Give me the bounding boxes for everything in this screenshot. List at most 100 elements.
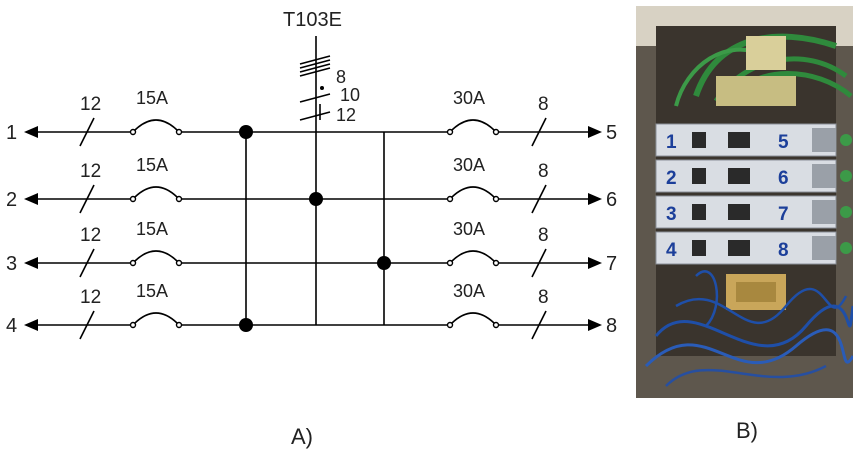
arrow-right xyxy=(588,193,602,205)
slash-output xyxy=(531,248,547,278)
module-label-left: 4 xyxy=(666,240,677,261)
module-switch xyxy=(728,204,750,220)
terminal-input: 3 xyxy=(6,253,17,275)
breaker-rating-output: 30A xyxy=(453,88,485,108)
bus-count-10: 10 xyxy=(340,85,360,105)
breaker-output-arc xyxy=(451,312,495,324)
arrow-right xyxy=(588,126,602,138)
module-label-left: 2 xyxy=(666,168,677,189)
slash-output xyxy=(531,117,547,147)
breaker-output-contact xyxy=(492,128,500,136)
module-label-left: 3 xyxy=(666,204,677,225)
module-terminal xyxy=(812,164,836,188)
module-terminal xyxy=(812,236,836,260)
breaker-output-contact xyxy=(492,259,500,267)
wire-count-input: 12 xyxy=(80,225,101,246)
module-wire-end xyxy=(840,206,852,218)
wire-count-output: 8 xyxy=(538,94,549,115)
wire-count-input: 12 xyxy=(80,94,101,115)
arrow-left xyxy=(24,193,38,205)
breaker-input-contact xyxy=(175,195,183,203)
arrow-left xyxy=(24,126,38,138)
breaker-output-arc xyxy=(451,250,495,262)
breaker-input-contact xyxy=(175,259,183,267)
module-label-right: 8 xyxy=(778,240,789,261)
terminal-output: 8 xyxy=(606,315,617,337)
module-label-left: 1 xyxy=(666,132,677,153)
breaker-output-contact xyxy=(446,195,454,203)
module-label-right: 6 xyxy=(778,168,789,189)
slash-output xyxy=(531,184,547,214)
breaker-rating-input: 15A xyxy=(136,281,168,301)
module-label-right: 7 xyxy=(778,204,789,225)
terminal-output: 5 xyxy=(606,122,617,144)
breaker-output-contact xyxy=(492,321,500,329)
transformer-label: T103E xyxy=(283,9,342,31)
terminal-input: 2 xyxy=(6,189,17,211)
module-wire-end xyxy=(840,170,852,182)
breaker-output-contact xyxy=(492,195,500,203)
caption-b: B) xyxy=(736,418,758,443)
breaker-input-contact xyxy=(175,321,183,329)
module-switch xyxy=(728,132,750,148)
breaker-rating-output: 30A xyxy=(453,219,485,239)
slash-input xyxy=(79,117,95,147)
wire-count-input: 12 xyxy=(80,287,101,308)
arrow-right xyxy=(588,257,602,269)
tap-dot xyxy=(320,86,324,90)
breaker-rating-input: 15A xyxy=(136,155,168,175)
slash-input xyxy=(79,310,95,340)
breaker-input-arc xyxy=(134,250,178,262)
module-switch xyxy=(728,240,750,256)
slash-input xyxy=(79,184,95,214)
breaker-input-contact xyxy=(129,259,137,267)
module-switch xyxy=(692,132,706,148)
breaker-rating-output: 30A xyxy=(453,155,485,175)
breaker-rating-output: 30A xyxy=(453,281,485,301)
secondary-tick xyxy=(299,93,331,103)
breaker-input-arc xyxy=(134,119,178,131)
secondary-tick xyxy=(299,67,331,77)
junction-dot xyxy=(309,192,323,206)
bus-count-8: 8 xyxy=(336,67,346,87)
wire-count-input: 12 xyxy=(80,161,101,182)
module-switch xyxy=(692,240,706,256)
module-label-right: 5 xyxy=(778,132,789,153)
terminal-output: 6 xyxy=(606,189,617,211)
breaker-rating-input: 15A xyxy=(136,88,168,108)
wire-count-output: 8 xyxy=(538,287,549,308)
terminal-output: 7 xyxy=(606,253,617,275)
breaker-input-contact xyxy=(175,128,183,136)
wire-count-output: 8 xyxy=(538,161,549,182)
module-switch xyxy=(728,168,750,184)
secondary-tick xyxy=(299,63,331,73)
terminal-input: 4 xyxy=(6,315,17,337)
secondary-tick xyxy=(299,55,331,65)
breaker-rating-input: 15A xyxy=(136,219,168,239)
junction-dot xyxy=(377,256,391,270)
breaker-output-arc xyxy=(451,186,495,198)
junction-dot xyxy=(239,318,253,332)
secondary-tick xyxy=(299,59,331,69)
module-wire-end xyxy=(840,134,852,146)
breaker-output-arc xyxy=(451,119,495,131)
caption-a: A) xyxy=(291,424,313,449)
breaker-input-contact xyxy=(129,321,137,329)
arrow-right xyxy=(588,319,602,331)
module-terminal xyxy=(812,128,836,152)
slash-input xyxy=(79,248,95,278)
module-terminal xyxy=(812,200,836,224)
breaker-input-contact xyxy=(129,128,137,136)
breaker-output-contact xyxy=(446,128,454,136)
arrow-left xyxy=(24,319,38,331)
secondary-tick xyxy=(299,111,331,121)
bus-count-12: 12 xyxy=(336,105,356,125)
arrow-left xyxy=(24,257,38,269)
breaker-output-contact xyxy=(446,259,454,267)
